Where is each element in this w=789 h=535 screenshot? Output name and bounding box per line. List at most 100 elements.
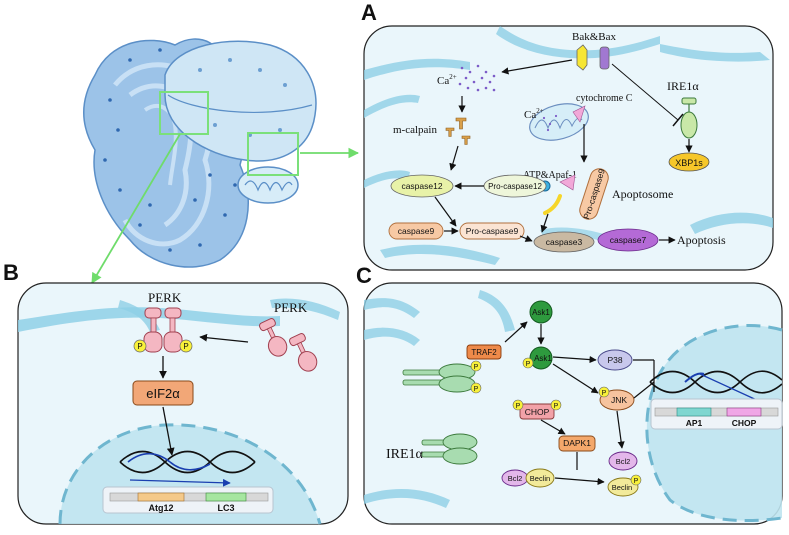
jnk-to-nucleus-line (633, 381, 655, 399)
transcription-arrow-b (129, 478, 231, 487)
beclin-right-label: Beclin (612, 483, 632, 492)
p38-label: P38 (607, 355, 622, 365)
xbp1s-label: XBP1s (675, 158, 703, 168)
ask1-to-p38-arrow (552, 355, 597, 364)
ask1-top-label: Ask1 (532, 308, 550, 317)
ask1-mid-label: Ask1 (534, 354, 552, 363)
beclin-right-node (607, 477, 639, 497)
ap1-label: AP1 (686, 418, 703, 428)
chop-protein-label: CHOP (525, 407, 550, 417)
chop-gene (726, 407, 762, 417)
caspase9-label: caspase9 (398, 226, 435, 236)
ca-label: Ca2+ (437, 73, 457, 87)
complex-dissociation-arrow (554, 477, 605, 486)
bax-protein (599, 46, 610, 70)
perk-monomers (259, 318, 318, 372)
chop-p-right-label: P (554, 403, 559, 410)
ire1a-dimer-inactive (421, 433, 478, 465)
jnk-label: JNK (611, 395, 627, 405)
eif2a-label: eIF2α (146, 386, 180, 401)
perk-p-right: P (183, 342, 188, 351)
beclin-phospho (630, 474, 642, 486)
dna-helix-c (649, 370, 783, 394)
calpain-to-caspase12-arrow (449, 145, 459, 171)
ire1a-label-c: IRE1α (386, 447, 424, 462)
bcl2-right-node (608, 451, 638, 471)
chop-phospho-right (550, 399, 562, 411)
mitochondrion-a (529, 103, 589, 141)
jnk-to-bcl2-arrow (616, 410, 625, 449)
ask1-p-label: P (526, 361, 531, 368)
caspase9-node (388, 222, 444, 240)
caspase7-node (597, 228, 659, 252)
ask1-top-node (529, 300, 553, 324)
panel-c-letter: C (356, 263, 372, 288)
atg12-gene (137, 492, 185, 502)
eif2a-to-nucleus-arrow (162, 406, 175, 456)
eif2a-node (132, 380, 194, 406)
ap1-gene (676, 407, 712, 417)
chop-gene-label: CHOP (732, 418, 757, 428)
ire1a-p-top: P (474, 364, 479, 371)
chop-phospho-left (512, 399, 524, 411)
apoptosome-to-caspase3-arrow (540, 213, 549, 233)
ask1-to-jnk-arrow (552, 363, 599, 394)
er-illustration (83, 38, 317, 268)
bcl2-right-label: Bcl2 (616, 457, 631, 466)
bak-to-ca-arrow (501, 59, 573, 75)
pro-caspase9-node (459, 222, 525, 240)
inhibit-bar (672, 113, 684, 127)
chop-protein-node (519, 403, 555, 420)
ca-mito-label: Ca2+ (524, 107, 544, 121)
caspase12-label: caspase12 (401, 181, 442, 191)
pro-caspase12-label: Pro-caspase12 (488, 182, 542, 191)
bak-bax-label: Bak&Bax (572, 31, 616, 43)
cytochrome-c-label: cytochrome C (576, 93, 633, 104)
ask1-mid-node (529, 346, 553, 370)
perk-inactive-label: PERK (274, 300, 308, 315)
panel-a: Bak&Bax IRE1α XBP1s Ca2+ m-calpain (363, 25, 774, 271)
caspase7-label: caspase7 (610, 235, 647, 245)
xbp1s-node (668, 152, 710, 172)
apaf1-protein (559, 174, 576, 191)
atp-apaf-label: ATP&Apaf-1 (523, 170, 577, 181)
m-calpain-protein (445, 117, 471, 145)
perk-p-left: P (137, 342, 142, 351)
p38-node (597, 349, 633, 371)
traf2-label: TRAF2 (471, 348, 497, 357)
beclin-p-label: P (634, 478, 639, 485)
traf2-node (466, 344, 502, 360)
zoom-arrow-to-b (91, 133, 181, 284)
casp12-to-procasp9-arrow (434, 196, 457, 227)
panel-b-letter: B (3, 260, 19, 285)
caspase3-node (533, 231, 595, 253)
lc3-label: LC3 (217, 503, 234, 513)
atg12-label: Atg12 (148, 503, 173, 513)
dapk1-node (558, 435, 596, 452)
procasp9-to-casp3-arrow (519, 235, 533, 242)
perk-dimerization-arrow (199, 333, 249, 343)
beclin-left-node (525, 468, 555, 488)
jnk-phospho (598, 386, 610, 398)
caspase12-node (390, 174, 454, 198)
m-calpain-label: m-calpain (393, 124, 437, 136)
panel-a-letter: A (361, 0, 377, 25)
lc3-gene (205, 492, 247, 502)
ire1a-label-a: IRE1α (667, 79, 699, 93)
dapk1-label: DAPK1 (563, 438, 591, 448)
caspase3-label: caspase3 (546, 237, 583, 247)
perk-active-label: PERK (148, 290, 182, 305)
calcium-ions (458, 64, 496, 92)
chop-p-left-label: P (516, 403, 521, 410)
panel-c: P P IRE1α TRAF2 Ask1 P Ask1 P38 P JNK (363, 282, 783, 525)
dna-helix-b (119, 450, 256, 474)
apoptosis-label: Apoptosis (677, 233, 726, 247)
chop-to-dapk1-arrow (540, 419, 566, 435)
perk-dimer (133, 307, 193, 353)
apoptosome-arc (543, 194, 562, 215)
ask1-phospho (522, 357, 534, 369)
pro-caspase9-label: Pro-caspase9 (466, 226, 519, 236)
traf2-to-ask1-arrow (504, 321, 528, 343)
ire1a-protein-a (680, 97, 698, 139)
